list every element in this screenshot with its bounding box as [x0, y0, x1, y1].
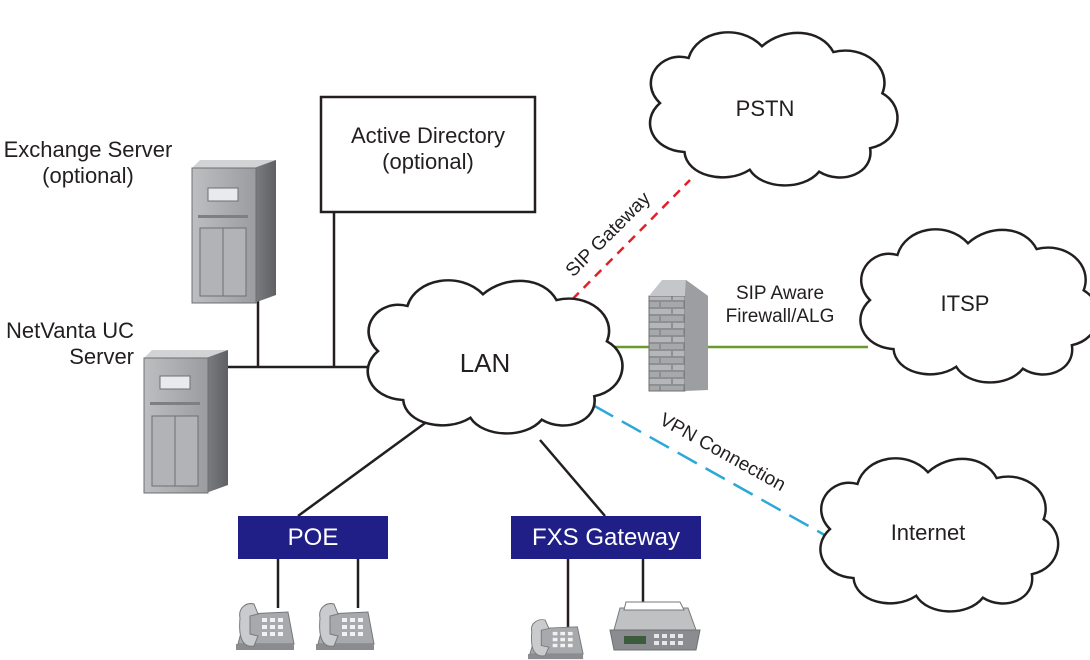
netvanta-label: NetVanta UC Server — [6, 318, 134, 370]
internet-label: Internet — [890, 520, 966, 545]
vpn-link — [565, 388, 831, 540]
fxs-gateway-box — [511, 516, 701, 559]
fxs-gateway-label: FXS Gateway — [531, 524, 681, 551]
lan-label: LAN — [459, 348, 511, 378]
netvanta-server-icon — [143, 350, 228, 494]
fax-icon — [609, 601, 701, 651]
phone-icon — [527, 619, 584, 660]
exchange-server-label: Exchange Server (optional) — [3, 137, 173, 189]
firewall-icon — [648, 280, 708, 392]
phone-icon — [315, 603, 375, 651]
pstn-label: PSTN — [735, 96, 795, 121]
itsp-label: ITSP — [940, 291, 990, 316]
poe-switch — [238, 516, 388, 559]
lan-to-fxs-wire — [539, 439, 606, 517]
lan-to-poe-wire — [297, 416, 433, 518]
poe-label: POE — [287, 524, 339, 551]
active-directory-label: Active Directory (optional) — [350, 123, 506, 175]
wires — [226, 212, 645, 628]
firewall-label: SIP Aware Firewall/ALG — [725, 283, 835, 327]
phone-icon — [235, 603, 295, 651]
exchange-server-icon — [191, 160, 276, 304]
active-directory-box — [319, 95, 537, 214]
